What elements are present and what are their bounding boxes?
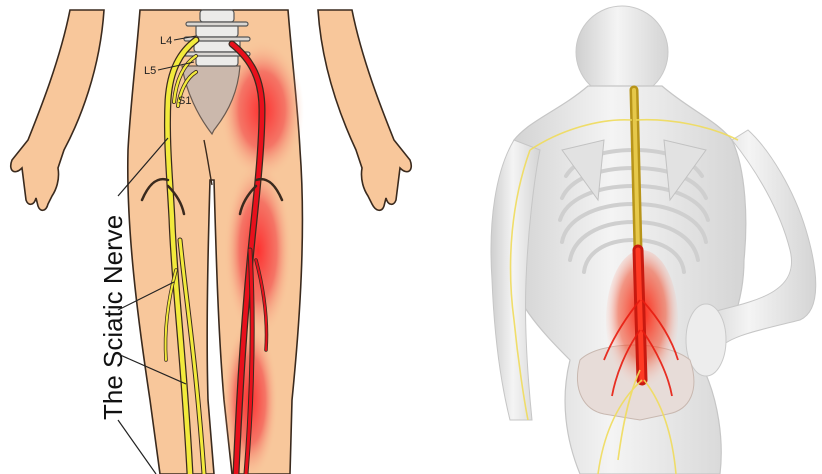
sciatic-nerve-caption: The Sciatic Nerve <box>98 215 128 420</box>
left-arm-shape <box>11 10 104 210</box>
head-shape <box>576 6 668 98</box>
left-anatomy-figure: L4 L5 S1 The Sciatic Nerve <box>11 10 412 474</box>
right-arm-shape <box>318 10 411 210</box>
label-l5: L5 <box>144 65 156 77</box>
label-l4: L4 <box>160 35 172 47</box>
right-3d-figure <box>491 6 816 474</box>
label-s1: S1 <box>178 95 191 107</box>
